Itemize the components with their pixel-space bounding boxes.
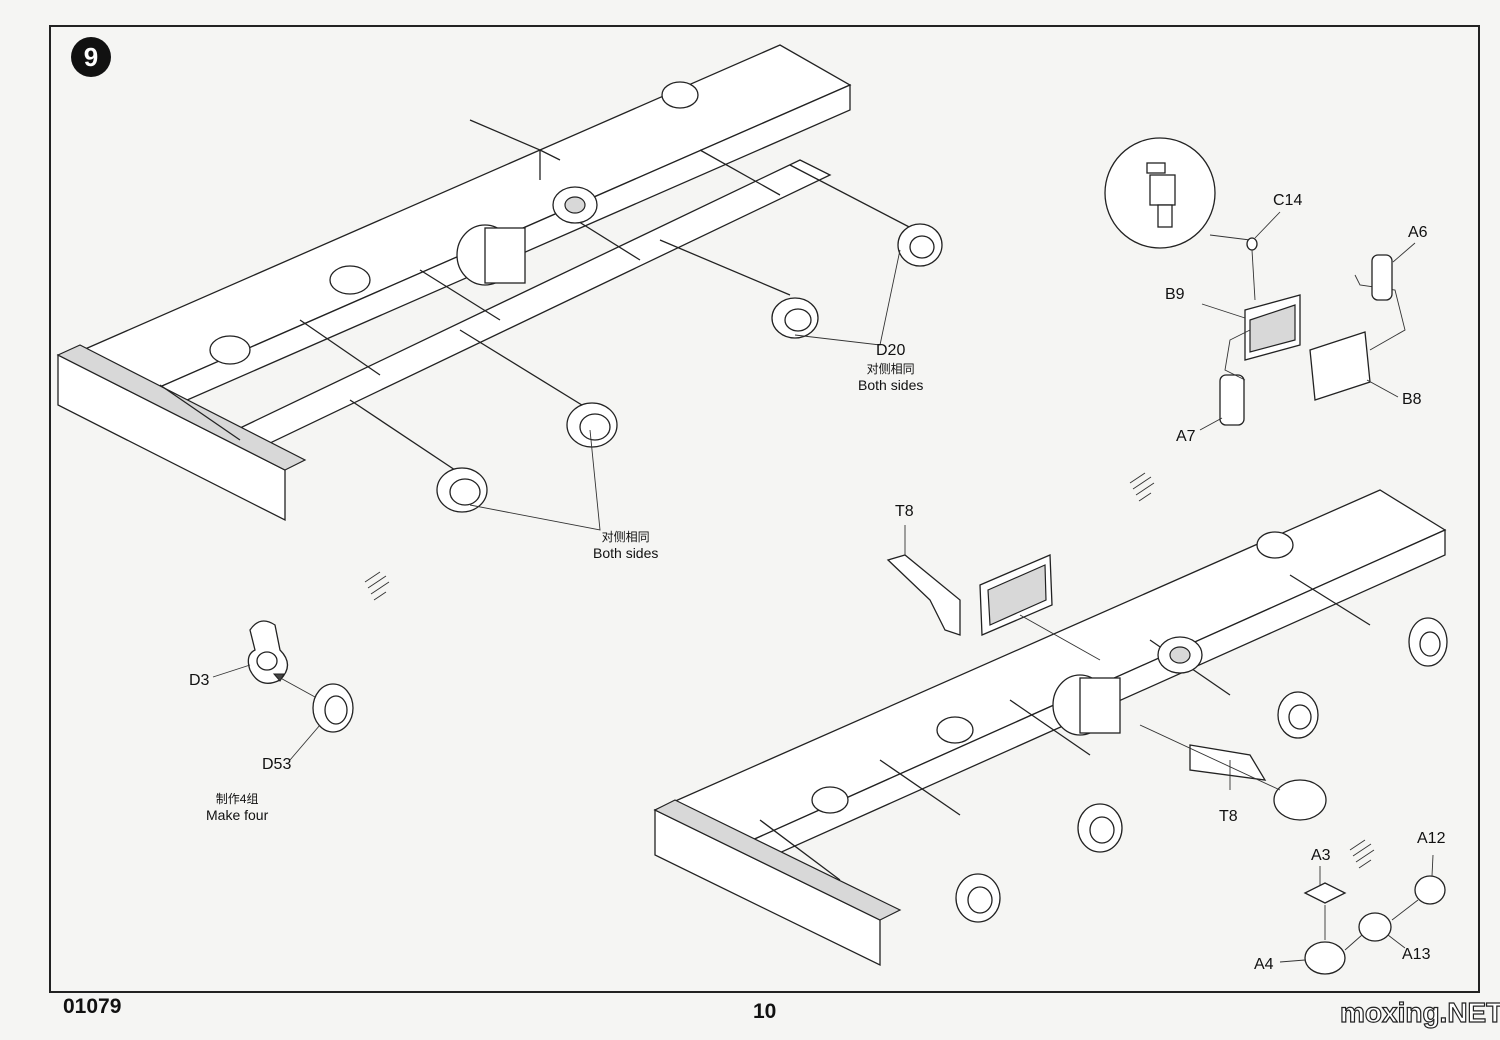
step-number-badge: 9 [71,37,111,77]
hub-4 [897,223,943,267]
hub-subassembly [212,620,354,761]
label-both-sides-en: Both sides [858,377,924,393]
label-a4: A4 [1254,956,1274,973]
label-d53: D53 [262,756,292,773]
label-t8-bottom: T8 [1219,808,1238,825]
label-both-sides-cn-2: 对侧相同 [601,530,650,544]
label-a13: A13 [1402,946,1431,963]
label-make-four-cn: 制作4组 [215,792,259,806]
chassis-top-left [56,44,943,531]
hub-3 [771,297,819,339]
callout-make-four: 制作4组 Make four [206,790,268,823]
label-b8: B8 [1402,391,1422,408]
wheel-b3 [1277,691,1319,739]
hub-2 [566,402,618,448]
label-a6: A6 [1408,224,1428,241]
label-a3: A3 [1311,847,1331,864]
hub-1 [436,467,488,513]
label-t8-top: T8 [895,503,914,520]
label-make-four-en: Make four [206,807,269,823]
callout-both-sides: 对侧相同 Both sides [593,528,658,561]
wheel-b2 [1077,803,1123,853]
wheel-b4 [1408,617,1448,667]
label-a7: A7 [1176,428,1196,445]
label-b9: B9 [1165,286,1185,303]
label-c14: C14 [1273,192,1303,209]
label-a12: A12 [1417,830,1446,847]
wheel-b1 [955,873,1001,923]
product-code: 01079 [63,995,122,1018]
radiator-detail [1104,137,1416,431]
label-d3: D3 [189,672,210,689]
callout-d20: D20 对侧相同 Both sides [858,342,923,393]
label-both-sides-cn: 对侧相同 [866,362,915,376]
hatch-markers [364,472,1375,869]
step-frame [49,25,1480,993]
label-both-sides-en-2: Both sides [593,545,659,561]
label-d20: D20 [876,342,906,359]
page-number: 10 [753,1000,777,1023]
watermark-logo: moxing.NET [1339,996,1500,1028]
chassis-bottom-right [653,489,1448,975]
